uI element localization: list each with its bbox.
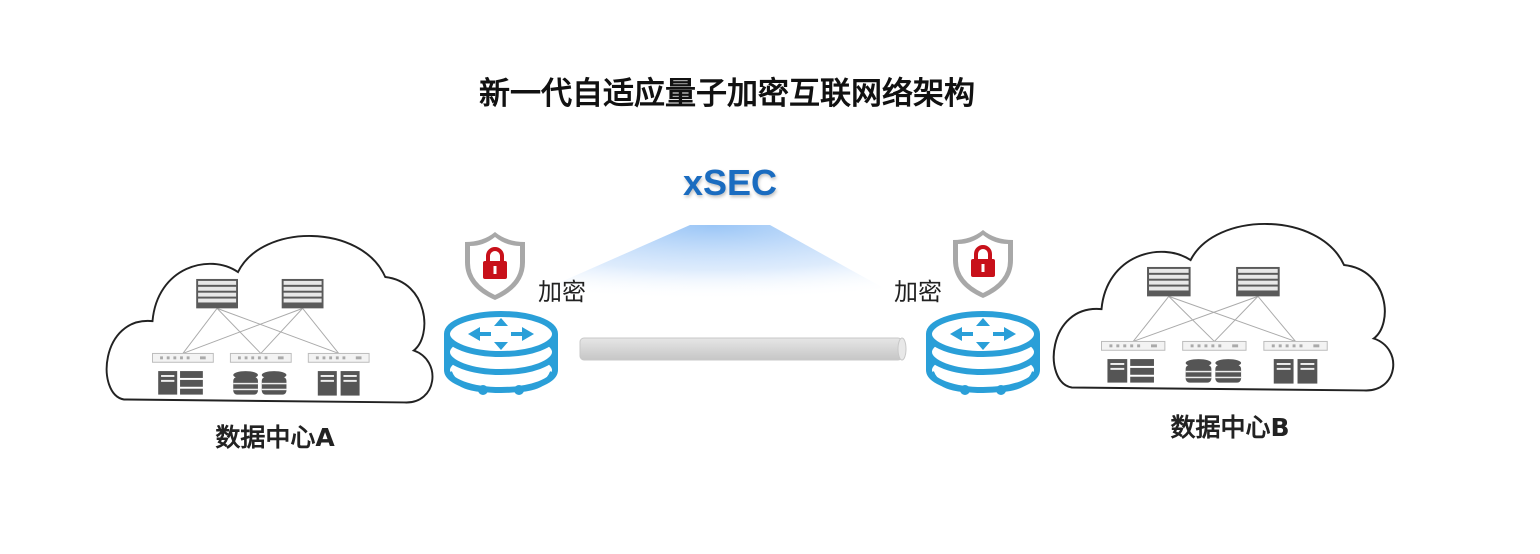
router-icon-right (929, 314, 1037, 395)
datacenter-b-label: 数据中心B (1170, 413, 1290, 442)
shield-lock-icon-left (463, 230, 527, 302)
datacenter-a-label: 数据中心A (215, 423, 335, 452)
diagram-title: 新一代自适应量子加密互联网络架构 (479, 76, 975, 112)
router-icon-left (447, 314, 555, 395)
encrypt-label-right: 加密 (894, 278, 942, 306)
shield-lock-icon-right (951, 228, 1015, 300)
datacenter-a-cloud (105, 234, 434, 404)
xsec-label: xSEC (682, 162, 778, 203)
datacenter-b-cloud (1052, 222, 1395, 392)
xsec-beam (520, 225, 905, 300)
encrypted-link-pipe (579, 337, 903, 361)
encrypt-label-left: 加密 (538, 278, 586, 306)
